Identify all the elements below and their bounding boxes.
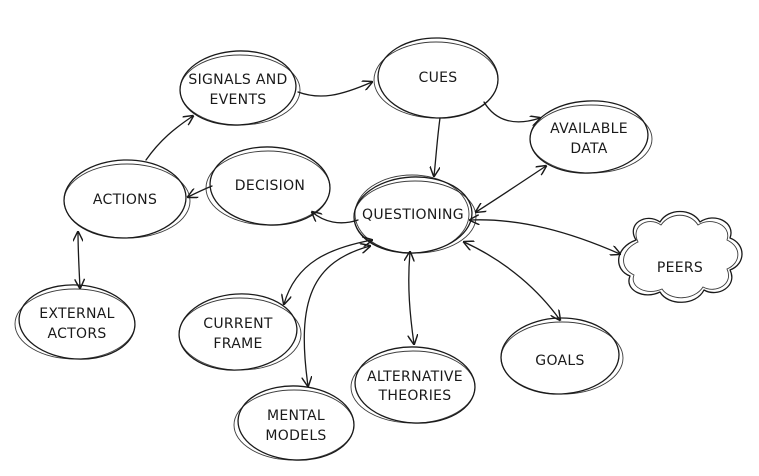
edge-signals-cues [297,82,372,97]
goals-label: GOALS [535,353,584,369]
signals-label-line-1: SIGNALS AND [188,72,287,88]
edge-actions-signals [145,116,193,161]
external-label-line-2: ACTORS [47,326,106,342]
node-mental-models: MENTAL MODELS [233,385,355,461]
actions-label: ACTIONS [93,192,157,208]
alternative-label-line-1: ALTERNATIVE [367,369,463,385]
node-goals: GOALS [500,317,624,395]
peers-label: PEERS [657,260,703,276]
edge-questioning-goals [464,242,560,320]
mental-label-line-1: MENTAL [267,408,325,424]
cues-label: CUES [419,70,458,86]
node-signals-and-events: SIGNALS AND EVENTS [179,50,301,126]
node-current-frame: CURRENT FRAME [178,293,302,371]
node-questioning: QUESTIONING [353,174,477,254]
node-alternative-theories: ALTERNATIVE THEORIES [350,346,476,424]
alternative-label-line-2: THEORIES [378,388,452,404]
node-external-actors: EXTERNAL ACTORS [14,284,136,360]
external-label-line-1: EXTERNAL [39,306,115,322]
edge-decision-actions [188,185,213,197]
available-label-line-2: DATA [570,141,607,157]
edge-questioning-peers [470,220,620,254]
node-actions: ACTIONS [63,159,191,239]
edge-cues-available [483,101,540,122]
signals-label-line-2: EVENTS [210,92,267,108]
edge-questioning-available [476,166,546,212]
questioning-label: QUESTIONING [362,207,464,223]
edge-questioning-alternative [409,252,414,344]
node-decision: DECISION [205,146,331,226]
node-cues: CUES [373,37,499,119]
connectors [78,82,620,386]
edge-cues-questioning [434,117,441,176]
decision-label: DECISION [235,178,305,194]
current-label-line-2: FRAME [213,336,262,352]
mental-label-line-2: MODELS [265,428,326,444]
current-label-line-1: CURRENT [203,316,273,332]
edge-actions-external [78,232,80,288]
node-available-data: AVAILABLE DATA [529,100,653,174]
edge-questioning-mental [304,246,370,386]
available-label-line-1: AVAILABLE [550,121,628,137]
edge-questioning-decision [312,212,359,224]
node-peers-cloud: PEERS [618,210,743,303]
